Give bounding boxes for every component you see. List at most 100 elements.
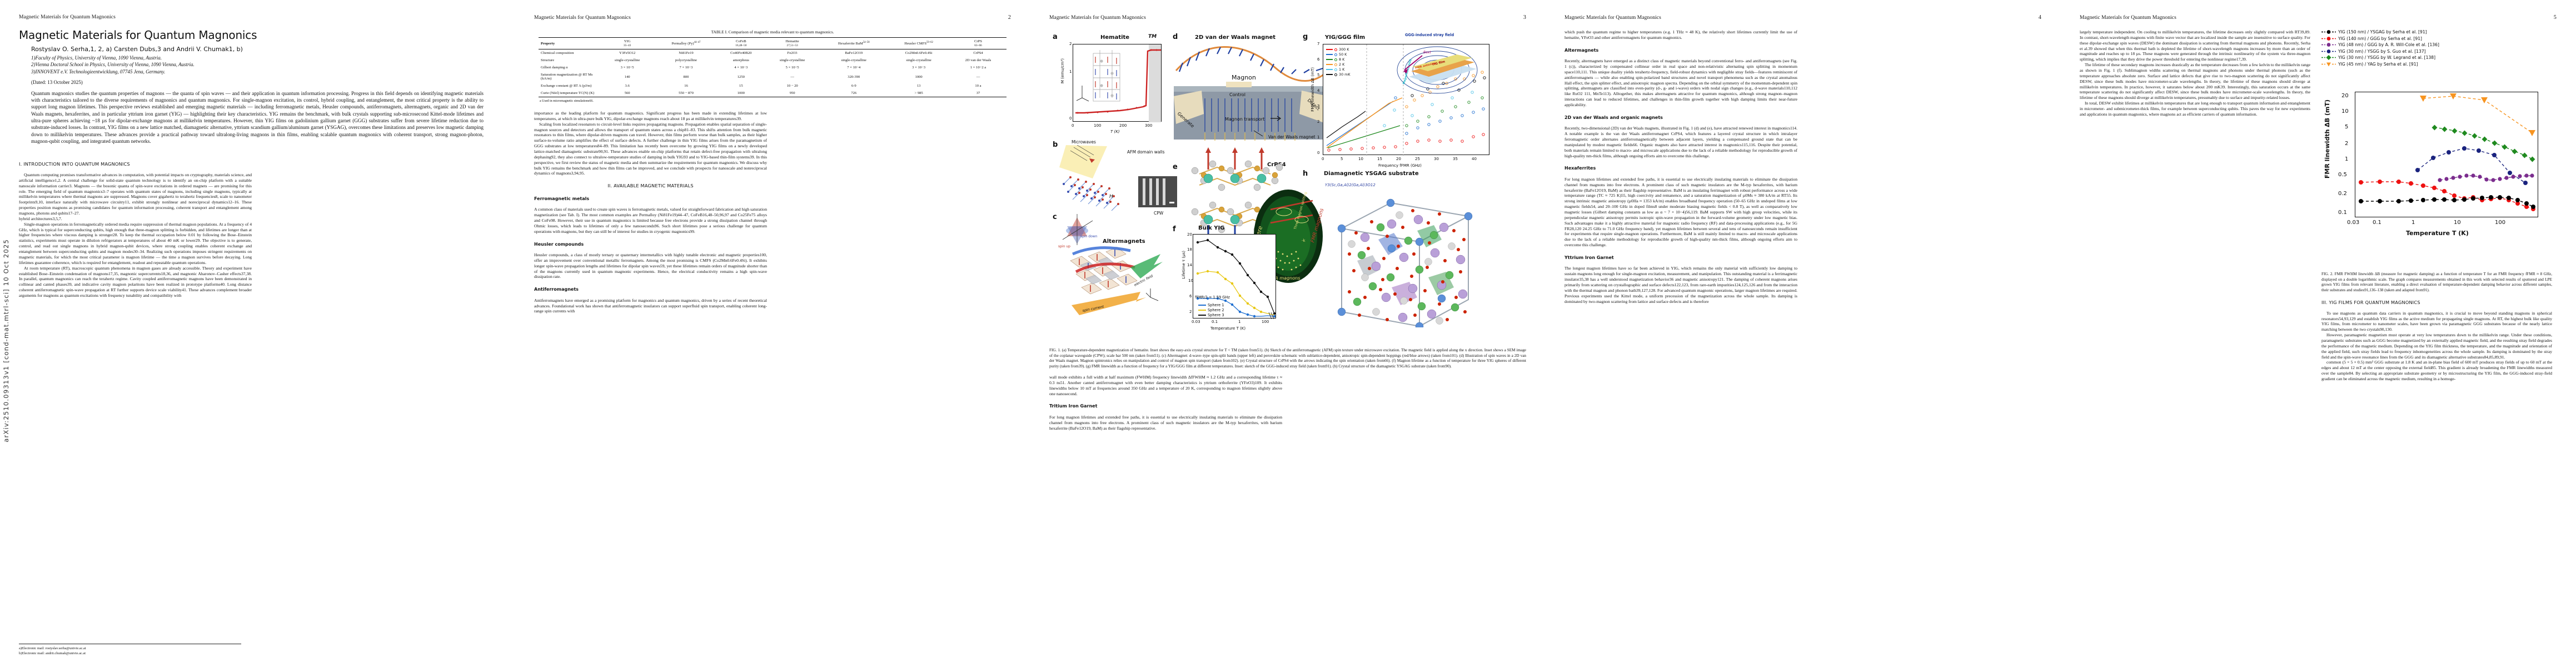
- svg-text:Control: Control: [1229, 92, 1245, 97]
- abstract: Quantum magnonics studies the quantum pr…: [31, 90, 484, 145]
- page-number: 5: [2553, 14, 2557, 21]
- running-head-title: Magnetic Materials for Quantum Magnonics: [1564, 15, 1661, 21]
- panel-label-c: c: [1053, 213, 1057, 221]
- panel-g-xtick-7: 35: [1453, 157, 1458, 161]
- cell: > 985: [914, 91, 923, 95]
- panel-f-ytick-10: 10: [1188, 278, 1193, 283]
- panel-label-h: h: [1303, 170, 1308, 178]
- p5-c2-para1: To use magnons as quantum data carriers …: [2321, 310, 2552, 332]
- affiliation-3: 3)INNOVENT e.V. Technologieentwicklung, …: [31, 68, 166, 74]
- subsection-ferromagnetic-metals: Ferromagnetic metals: [534, 196, 590, 201]
- table-footnote: a Used in micromagnetic simulations66.: [540, 99, 594, 103]
- page-1[interactable]: arXiv:2510.09313v1 [cond-mat.mtrl-sci] 1…: [0, 0, 515, 667]
- subsection-tritium-iron-garnet: Tritium Iron Garnet: [1049, 404, 1098, 409]
- affiliation-2: 2)Vienna Doctoral School in Physics, Uni…: [31, 62, 195, 68]
- legend-label: YIG (30 nm) / YSGG by W. Legrand et al. …: [2338, 55, 2436, 60]
- page-3[interactable]: Magnetic Materials for Quantum Magnonics…: [1030, 0, 1546, 667]
- footnote-b: b)Electronic mail: andrii.chumak@univie.…: [19, 651, 86, 656]
- panel-g-ytick-4: 4: [1317, 88, 1320, 93]
- panel-f-annotation: fFMR/2 = 1.59 GHz: [1195, 295, 1230, 300]
- table-row: Structure single-crystalline polycrystal…: [539, 57, 1007, 64]
- row-label: Structure: [541, 58, 555, 62]
- col-header-yig: YIG 35–43: [623, 39, 631, 47]
- panel-a-xtick-0: 0: [1072, 123, 1074, 128]
- xtick-1: 1: [2411, 220, 2415, 226]
- panel-label-f: f: [1173, 225, 1176, 233]
- panel-a-xtick-2: 200: [1119, 123, 1127, 128]
- cell: single-crystalline: [779, 58, 805, 62]
- subsection-heusler-compounds: Heusler compounds: [534, 241, 584, 247]
- cell: single-crystalline: [841, 58, 866, 62]
- ytick-0p2: 0.2: [2338, 191, 2347, 197]
- panel-g-scatter: YIG film FMR antenna Magnetized GGG Bext: [1326, 44, 1486, 156]
- col-header-crps: CrPS 63–66: [974, 39, 982, 47]
- table-row: Chemical composition Y3Fe5O12 Ni81Fe19 C…: [539, 49, 1007, 57]
- panel-h-title: Diamagnetic YSGAG substrate: [1324, 171, 1419, 177]
- cell: 1 × 10−2 a: [970, 66, 986, 69]
- p5-c2-para4: common (5 × 5 × 0.5) mm³ GGG substrate a…: [2321, 360, 2552, 381]
- panel-label-e: e: [1173, 163, 1178, 171]
- section-heading-introduction: I. INTRODUCTION INTO QUANTUM MAGNONICS: [19, 161, 130, 167]
- panel-g-legend: 300 K 50 K 8 K 2 K 1 K 30 mK: [1326, 47, 1351, 77]
- yig-sphere-graphic: +k-k YIG Sphere FMR magnons Three magnon…: [1249, 190, 1326, 283]
- panel-g-ytick-0: 0: [1317, 151, 1320, 155]
- panel-b-microwaves-label: Microwaves: [1072, 140, 1096, 145]
- page-2[interactable]: Magnetic Materials for Quantum Magnonics…: [515, 0, 1030, 667]
- cell: 3 × 10−5: [620, 66, 634, 69]
- col-header-cofeb: CoFeB 16,48–50: [735, 39, 747, 47]
- panel-b-cpw-label: CPW: [1154, 211, 1164, 216]
- panel-a-ytick-1: 1: [1069, 69, 1072, 74]
- xtick-10: 10: [2454, 220, 2461, 226]
- panel-label-b: b: [1053, 141, 1058, 149]
- page-3-columns: wall mode exhibits a full width at half …: [1049, 375, 1526, 637]
- panel-e-title: CrPS4: [1267, 162, 1286, 168]
- ytick-2: 2: [2345, 141, 2349, 147]
- subsection-yttrium-iron-garnet: Yttrium Iron Garnet: [1564, 255, 1614, 260]
- panel-b-afm-label: AFM domain walls: [1127, 150, 1165, 155]
- arxiv-stamp: arXiv:2510.09313v1 [cond-mat.mtrl-sci] 1…: [2, 239, 10, 442]
- panel-f-ytick-2: 2: [1189, 310, 1192, 314]
- panel-f-xtick-2: 1: [1238, 320, 1241, 324]
- xtick-0p1: 0.1: [2373, 220, 2381, 226]
- author-list: Rostyslav O. Serha,1, 2, a) Carsten Dubs…: [31, 46, 243, 53]
- cell: 16: [684, 84, 688, 88]
- panel-a-xtick-3: 300: [1145, 123, 1153, 128]
- svg-text:YIG film: YIG film: [1431, 60, 1446, 67]
- p2-c2-para3: Antiferromagnets have emerged as a promi…: [534, 297, 767, 314]
- p5-c1-para3: In total, DESW exhibit lifetimes at mill…: [2080, 101, 2310, 117]
- panel-a-title: Hematite: [1100, 34, 1130, 41]
- svg-text:-k: -k: [1302, 238, 1306, 243]
- panel-f-ytick-6: 6: [1189, 294, 1192, 298]
- panel-b-H-label: H: [1109, 194, 1113, 200]
- page-4-columns: which push the quantum regime to higher …: [1564, 29, 2041, 658]
- panel-g-xtick-1: 5: [1341, 157, 1343, 161]
- p4-c1-para1: which push the quantum regime to higher …: [1564, 29, 1797, 40]
- legend-item-ggg-48: YIG (48 nm) / GGG by A. R. Will-Cole et …: [2321, 42, 2552, 47]
- figure-2-legend: YIG (150 nm) / YSGAG by Serha et al. [91…: [2321, 29, 2552, 68]
- figure-2-caption: FIG. 2. FMR FWHM linewidth ΔB (measure f…: [2321, 272, 2552, 292]
- running-head-title: Magnetic Materials for Quantum Magnonics: [2080, 15, 2176, 21]
- running-head-4: Magnetic Materials for Quantum Magnonics…: [1564, 14, 2041, 21]
- cell: single-crystalline: [906, 58, 931, 62]
- svg-text:Bext: Bext: [1423, 51, 1431, 54]
- svg-text:spin down: spin down: [1080, 235, 1098, 238]
- panel-a-ytick-0: 0: [1069, 116, 1072, 121]
- figure-1: a Hematite TM: [1049, 29, 1526, 344]
- page-4[interactable]: Magnetic Materials for Quantum Magnonics…: [1546, 0, 2061, 667]
- col-header-hexaferrite: Hexaferrite BaM54–58: [838, 41, 870, 46]
- panel-f-xtick-3: 100: [1262, 320, 1269, 324]
- page-5[interactable]: Magnetic Materials for Quantum Magnonics…: [2061, 0, 2576, 667]
- page-number: 2: [1008, 14, 1011, 21]
- panel-f-ytick-20: 20: [1187, 232, 1192, 237]
- legend-item-ysgg-30-legrand: YIG (30 nm) / YSGG by W. Legrand et al. …: [2321, 54, 2552, 61]
- xtick-0p03: 0.03: [2347, 220, 2360, 226]
- cell: —: [790, 74, 794, 79]
- legend-label: YIG (45 nm) / YAG by Serha et al. [91]: [2338, 61, 2418, 67]
- running-head-title: Magnetic Materials for Quantum Magnonics: [534, 15, 631, 21]
- svg-text:spin up: spin up: [1058, 245, 1070, 248]
- legend-marker-diamond-green: [2321, 54, 2336, 61]
- affiliation-1: 1)Faculty of Physics, University of Vien…: [31, 55, 162, 61]
- cell: 1000: [737, 91, 745, 95]
- p2-c1-para1: importance as the leading platform for q…: [534, 111, 767, 121]
